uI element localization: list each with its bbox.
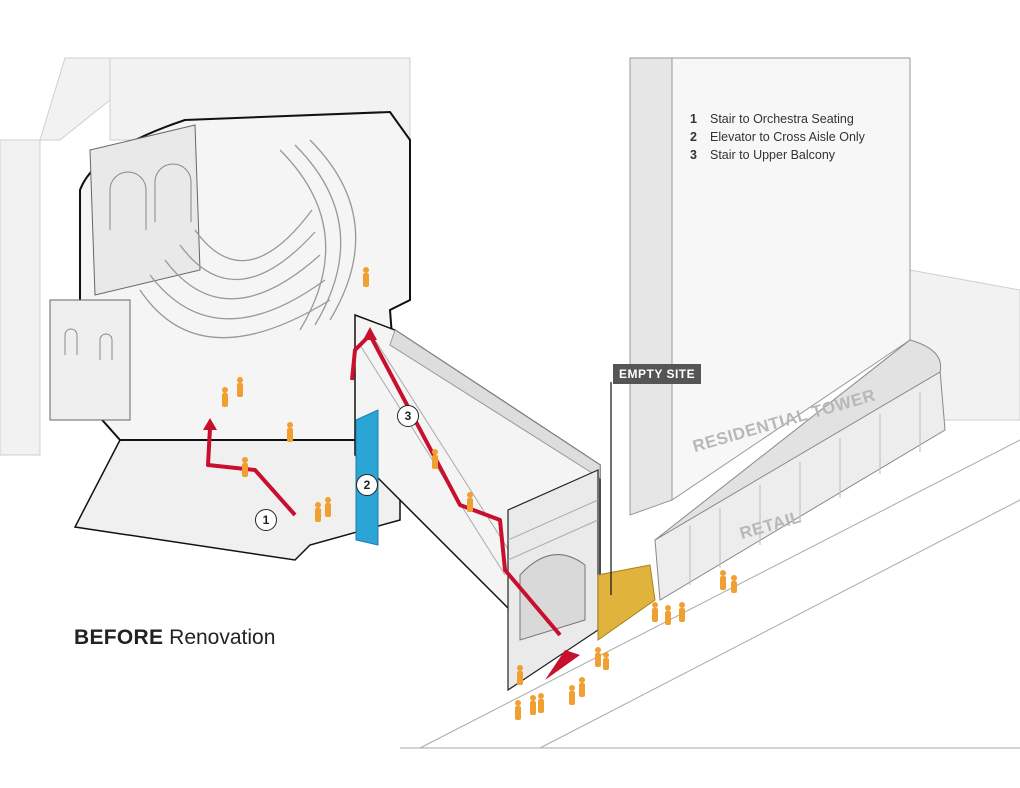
legend-label: Elevator to Cross Aisle Only (710, 130, 865, 144)
people (222, 267, 737, 720)
legend-number: 2 (690, 130, 697, 144)
legend-item: 3 Stair to Upper Balcony (690, 146, 865, 164)
entry-arrowhead (545, 650, 580, 680)
sidewalk (400, 439, 1020, 749)
legend-item: 1 Stair to Orchestra Seating (690, 110, 865, 128)
title-rest: Renovation (169, 626, 276, 649)
residential-tower (629, 57, 946, 601)
title-bold: BEFORE (74, 626, 164, 649)
empty-site (597, 564, 656, 641)
theatre-outline (49, 110, 411, 561)
empty-site-label: EMPTY SITE (613, 364, 702, 384)
route-3 (350, 333, 562, 637)
marker-2: 2 (356, 474, 378, 496)
entrance-facade (507, 469, 599, 692)
legend-number: 1 (690, 112, 697, 126)
route-lines (206, 333, 562, 637)
legend-item: 2 Elevator to Cross Aisle Only (690, 128, 865, 146)
route-1 (206, 427, 297, 517)
diagram-title: BEFORE Renovation (74, 626, 275, 650)
marker-1: 1 (255, 509, 277, 531)
marker-3: 3 (397, 405, 419, 427)
route-3-arrowhead (363, 327, 377, 340)
legend-label: Stair to Orchestra Seating (710, 112, 854, 126)
legend-number: 3 (690, 148, 697, 162)
route-1-arrowhead (203, 418, 217, 430)
legend-label: Stair to Upper Balcony (710, 148, 836, 162)
legend: 1 Stair to Orchestra Seating 2 Elevator … (690, 110, 865, 164)
